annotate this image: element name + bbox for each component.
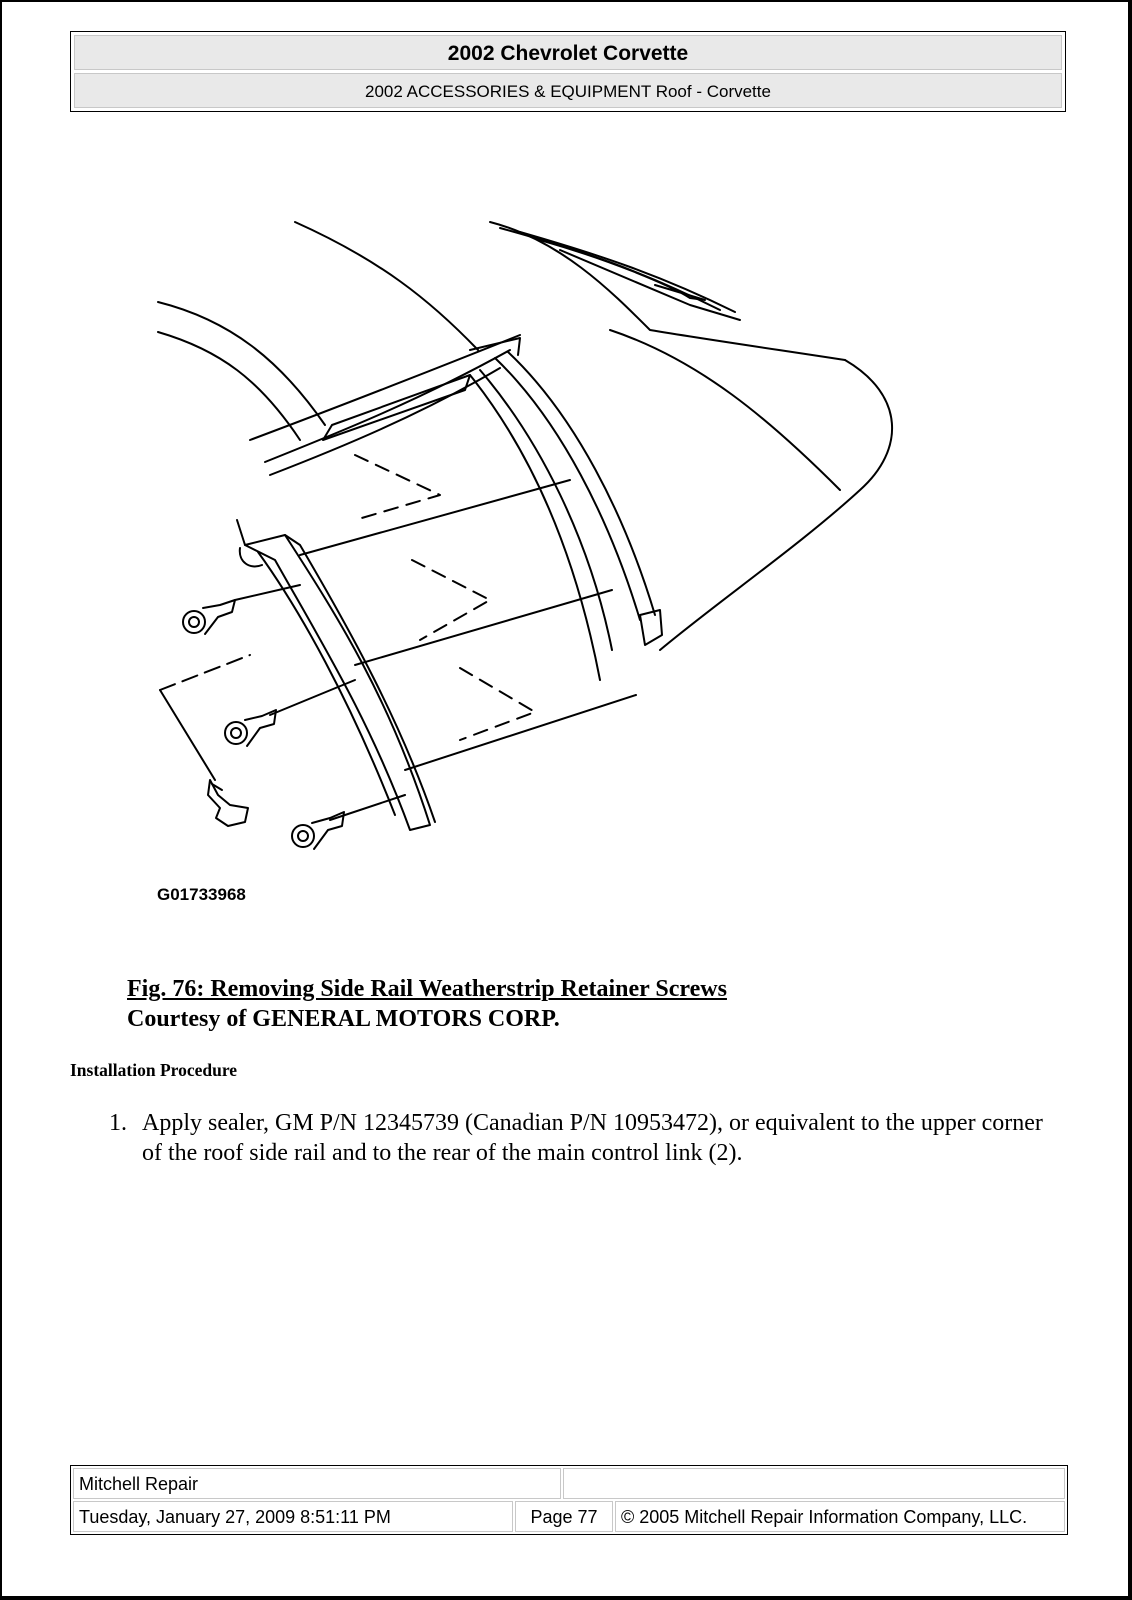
screw-2 <box>224 709 277 747</box>
footer-publisher: Mitchell Repair <box>73 1468 561 1499</box>
procedure-steps: 1. Apply sealer, GM P/N 12345739 (Canadi… <box>70 1108 1060 1168</box>
document-header: 2002 Chevrolet Corvette 2002 ACCESSORIES… <box>70 31 1066 112</box>
figure-caption-title: Fig. 76: Removing Side Rail Weatherstrip… <box>127 976 727 1002</box>
figure-caption-credit: Courtesy of GENERAL MOTORS CORP. <box>127 1006 560 1032</box>
screw-3 <box>291 811 345 850</box>
step-text: Apply sealer, GM P/N 12345739 (Canadian … <box>142 1110 1043 1166</box>
document-subtitle: 2002 ACCESSORIES & EQUIPMENT Roof - Corv… <box>74 73 1062 108</box>
figure-id-label: G01733968 <box>157 885 246 904</box>
footer-date: Tuesday, January 27, 2009 8:51:11 PM <box>73 1501 513 1532</box>
section-heading: Installation Procedure <box>70 1060 238 1080</box>
procedure-step: 1. Apply sealer, GM P/N 12345739 (Canadi… <box>70 1108 1060 1168</box>
weatherstrip-retainer-illustration <box>157 221 893 850</box>
footer-page-number: Page 77 <box>515 1501 613 1532</box>
figure-caption: Fig. 76: Removing Side Rail Weatherstrip… <box>127 974 727 1034</box>
document-footer: Mitchell Repair Tuesday, January 27, 200… <box>70 1465 1068 1535</box>
step-number: 1. <box>109 1110 127 1136</box>
push-pin-clip <box>207 779 249 827</box>
footer-copyright: © 2005 Mitchell Repair Information Compa… <box>615 1501 1065 1532</box>
footer-empty-cell <box>563 1468 1065 1499</box>
document-title: 2002 Chevrolet Corvette <box>74 35 1062 70</box>
screw-1 <box>182 599 236 635</box>
